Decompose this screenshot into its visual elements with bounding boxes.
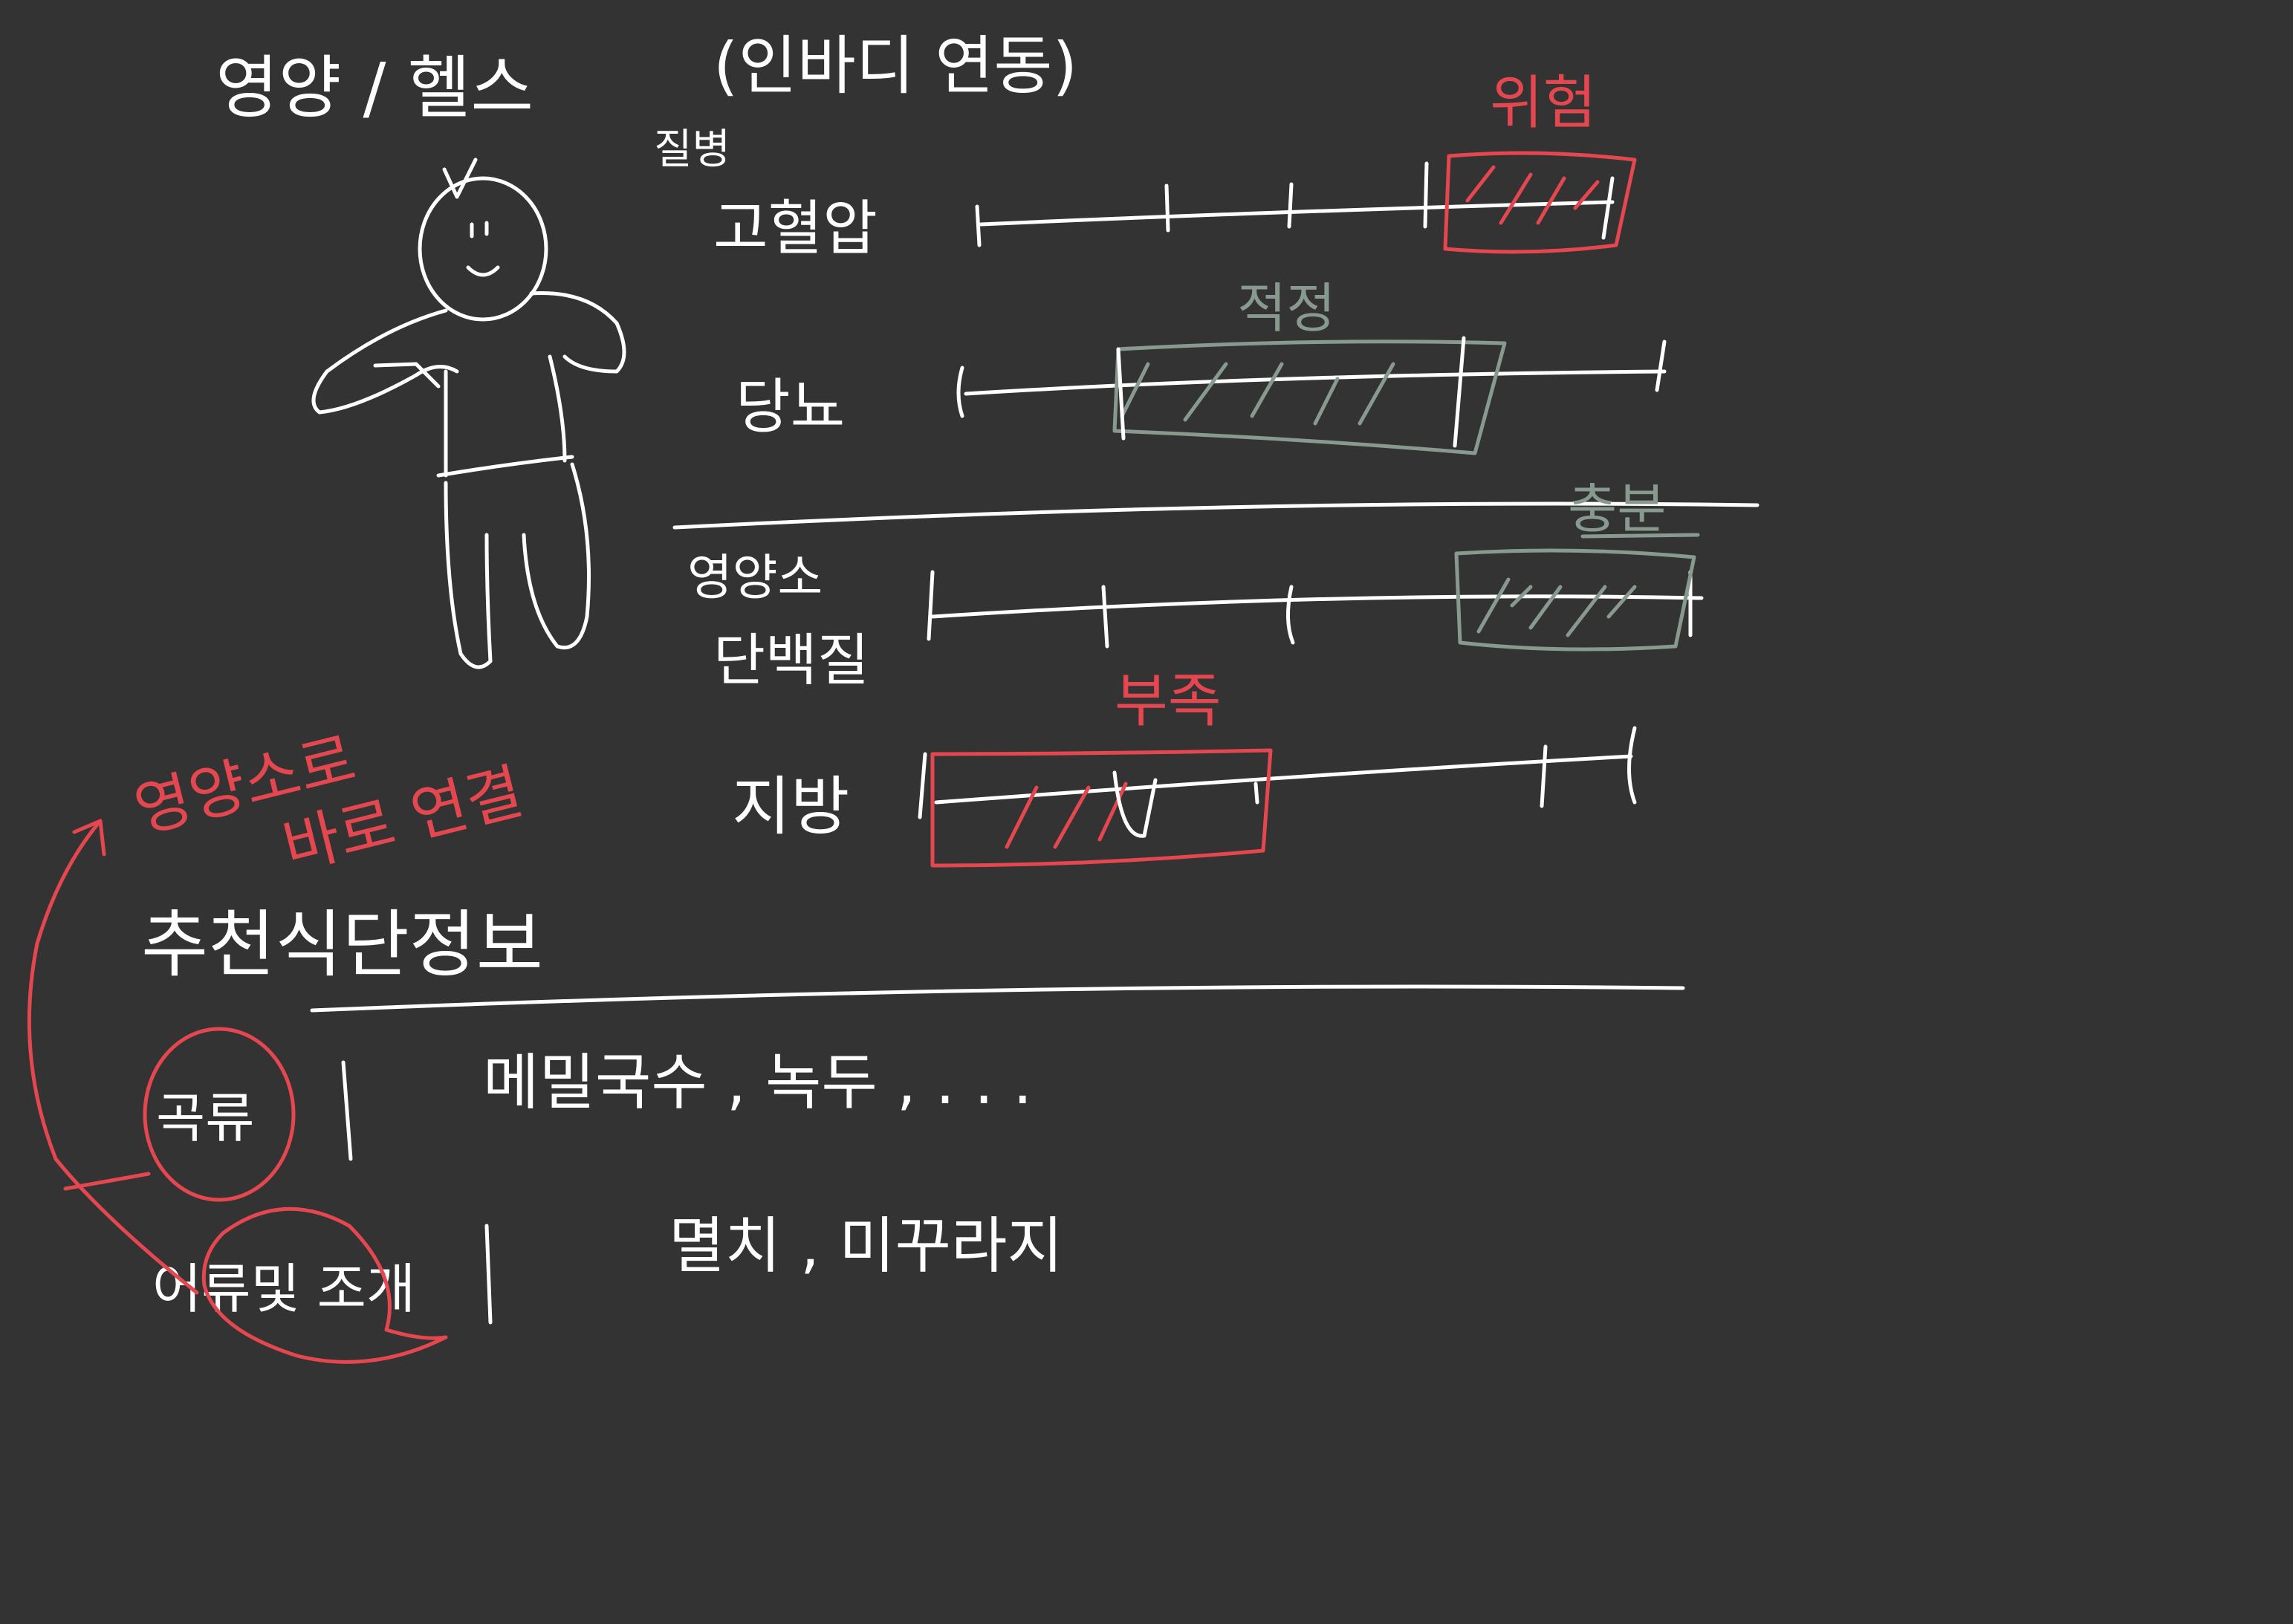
category-circle [201,1206,448,1364]
row-separator [484,1224,493,1325]
risk-mark: 위험 [1490,70,1597,137]
disease-label: 질병 [654,126,730,174]
row-separator [341,1060,353,1161]
nutrient-scale [918,726,1637,819]
sufficient-range [1454,533,1700,652]
metric-label: 고혈압 [713,194,878,263]
person-figure [311,157,626,669]
food-category: 어류및 조개 [152,1258,415,1320]
page-title-paren: (인바디 연동) [713,29,1077,103]
connector-link [63,1172,151,1191]
metric-scale [975,161,1615,247]
arrow-head [72,819,106,857]
deficient-mark: 부족 [1115,668,1222,735]
nutrient-label: 지방 [732,770,849,844]
nutrients-heading: 영양소 [687,549,823,606]
nutrient-label: 단백질 [713,627,869,693]
optimal-range [1112,336,1507,455]
food-items: 메밀국수 , 녹두 , . . . [483,1048,1032,1118]
risk-range [1443,151,1637,254]
nutrient-scale [927,570,1704,649]
heading-underline [310,984,1685,1013]
metric-scale [956,340,1667,418]
optimal-mark: 적정 [1237,277,1335,340]
deficient-range [930,748,1273,868]
category-circle [143,1027,296,1202]
recommendation-heading: 추천식단정보 [141,903,543,987]
food-items: 멸치 , 미꾸라지 [669,1211,1063,1282]
metric-label: 당뇨 [736,372,845,441]
sufficient-mark: 충분 [1568,478,1666,540]
food-category: 곡류 [156,1087,254,1149]
section-divider [672,501,1760,530]
page-title: 영양 / 헬스 [215,48,533,128]
connector-arrow [27,819,199,1295]
